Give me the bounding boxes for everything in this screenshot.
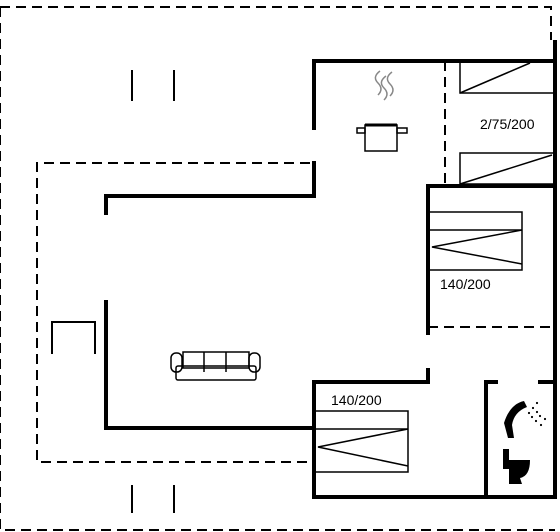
bed-bottom-label: 140/200: [331, 392, 382, 408]
bunk-bed-label: 2/75/200: [480, 116, 535, 132]
plot-boundary: [0, 6, 555, 531]
shower-icon: [504, 401, 547, 438]
bed-right: [427, 211, 523, 271]
stove-pot-icon: [356, 70, 408, 152]
inner-dashed-walls: [428, 61, 555, 328]
bunk-bed-top: [459, 60, 555, 94]
bunk-bed-bottom: [459, 152, 555, 185]
bed-right-label: 140/200: [440, 276, 491, 292]
toilet-icon: [503, 449, 530, 484]
terrace-outline: [36, 162, 310, 463]
sofa-icon: [170, 351, 261, 381]
bed-bottom: [313, 410, 409, 473]
window-marks: [51, 70, 175, 513]
